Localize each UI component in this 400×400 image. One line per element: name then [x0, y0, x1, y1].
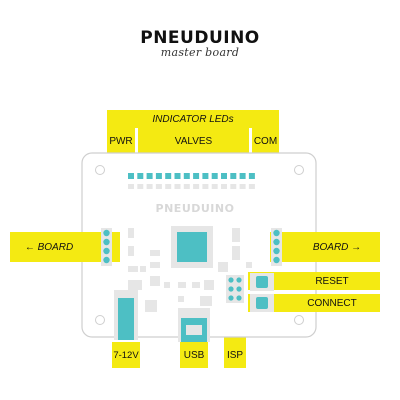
- indicator-led: [165, 173, 172, 179]
- power-in-callout: [112, 342, 140, 368]
- indicator-led: [174, 173, 181, 179]
- indicator-led: [221, 173, 227, 179]
- smd-components: [128, 228, 252, 312]
- indicator-led: [239, 173, 246, 179]
- indicator-led: [248, 173, 255, 179]
- indicator-led: [193, 173, 200, 179]
- board-left-label: ← BOARD: [24, 241, 74, 253]
- pwr-label: PWR: [109, 135, 133, 147]
- connect-label: CONNECT: [307, 297, 357, 309]
- reset-label: RESET: [315, 275, 349, 287]
- subtitle: master board: [160, 46, 240, 59]
- led-resistor: [239, 184, 246, 189]
- led-resistor: [183, 184, 190, 189]
- reset-button: [250, 273, 274, 291]
- indicator-leds-label: INDICATOR LEDs: [152, 113, 234, 125]
- indicator-led: [137, 173, 144, 179]
- led-resistor: [155, 184, 162, 189]
- indicator-led: [155, 173, 162, 179]
- led-resistor: [174, 184, 181, 189]
- mounting-hole: [294, 165, 304, 175]
- led-resistor: [165, 184, 172, 189]
- indicator-leds-callout: [107, 110, 279, 128]
- board-right-label: BOARD →: [312, 241, 362, 253]
- usb-connector: [178, 308, 210, 342]
- led-resistor: [146, 184, 153, 189]
- indicator-led: [202, 173, 209, 179]
- usb-label: USB: [183, 349, 205, 361]
- mounting-hole: [294, 315, 304, 325]
- valves-label: VALVES: [174, 135, 213, 147]
- isp-header: [226, 275, 244, 303]
- led-resistor: [230, 184, 237, 189]
- indicator-led: [211, 173, 218, 179]
- led-resistor: [193, 184, 200, 189]
- connect-button: [250, 294, 274, 312]
- reset-callout: [248, 272, 380, 290]
- led-resistor: [128, 184, 134, 189]
- board-right-callout: [270, 232, 380, 262]
- indicator-led: [230, 173, 237, 179]
- led-resistor: [137, 184, 144, 189]
- mounting-hole: [95, 165, 105, 175]
- usb-callout: [180, 342, 208, 368]
- mounting-hole: [95, 315, 105, 325]
- indicator-led: [128, 173, 134, 179]
- microcontroller-chip: [171, 226, 213, 268]
- led-resistor: [211, 184, 218, 189]
- right-header: [271, 228, 282, 266]
- indicator-led: [183, 173, 190, 179]
- left-header: [101, 228, 112, 266]
- led-row: [128, 173, 255, 189]
- indicator-led: [146, 173, 153, 179]
- led-resistor: [248, 184, 255, 189]
- brand-title: PNEUDUINO: [140, 28, 260, 48]
- power-in-label: 7-12V: [113, 349, 139, 361]
- board-silkscreen: PNEUDUINO: [155, 201, 235, 215]
- com-label: COM: [253, 135, 278, 147]
- isp-label: ISP: [226, 349, 244, 361]
- power-jack: [114, 290, 138, 340]
- led-resistor: [221, 184, 227, 189]
- connect-callout: [248, 294, 380, 312]
- led-resistor: [202, 184, 209, 189]
